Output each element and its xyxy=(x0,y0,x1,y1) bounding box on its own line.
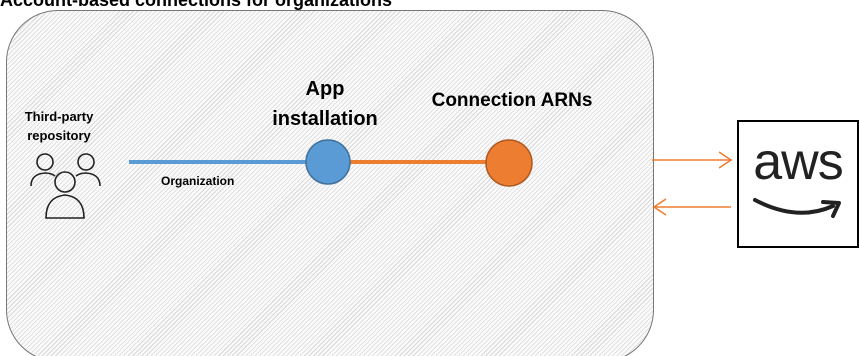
app-installation-label: App installation xyxy=(250,74,400,134)
app-label-line1: App xyxy=(305,78,345,100)
users-group-icon xyxy=(30,153,101,219)
inbound-arrow xyxy=(652,198,731,216)
repository-label-line2: repository xyxy=(27,128,91,143)
repository-label-line1: Third-party xyxy=(24,109,94,124)
outbound-arrow xyxy=(652,151,733,169)
aws-logo-text: aws xyxy=(753,133,843,191)
organization-label: Organization xyxy=(161,174,235,188)
connection-arns-node xyxy=(485,139,533,187)
aws-logo-icon: aws xyxy=(737,120,859,248)
app-installation-node xyxy=(305,139,351,185)
page-title: Account-based connections for organizati… xyxy=(0,0,393,10)
aws-smile-icon xyxy=(753,198,841,218)
connection-arns-label: Connection ARNs xyxy=(431,90,593,111)
app-label-line2: installation xyxy=(272,108,378,130)
organization-boundary-box xyxy=(6,10,654,356)
third-party-repository-label: Third-party repository xyxy=(14,107,104,145)
